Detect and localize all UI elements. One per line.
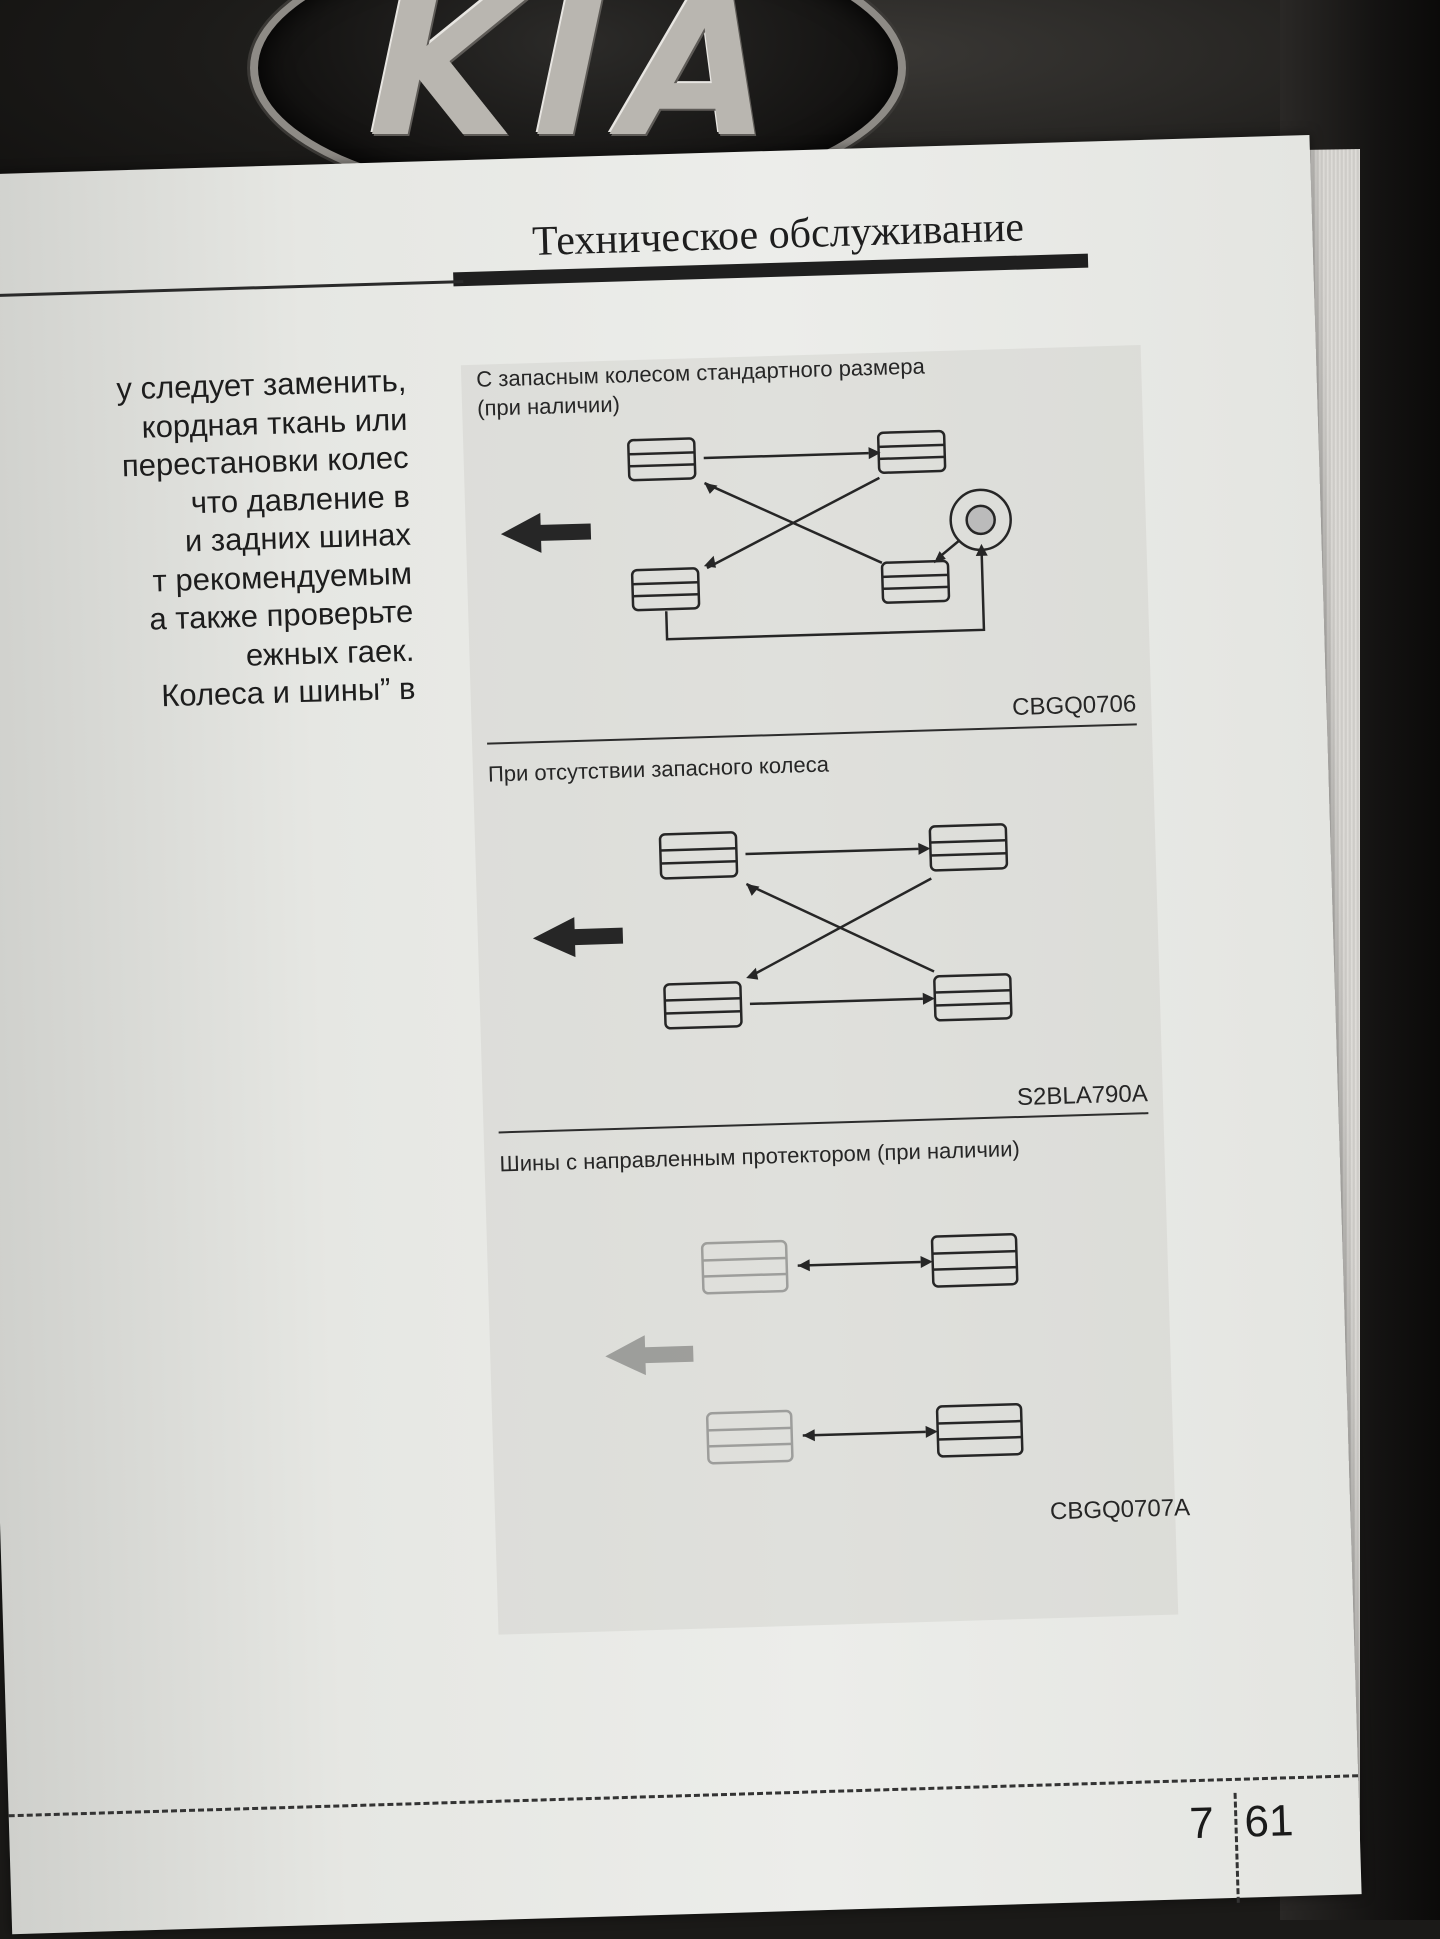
- tire-icon: [928, 823, 1009, 872]
- figure-no-spare: При отсутствии запасного колеса S2BLA790…: [488, 740, 1149, 1139]
- direction-arrow-icon: [605, 1335, 694, 1376]
- direction-arrow-icon: [532, 917, 624, 958]
- figure-code: CBGQ0706: [1011, 690, 1137, 722]
- rotation-diagram-five-wheel: [500, 429, 1012, 641]
- tire-icon: [700, 1239, 789, 1295]
- direction-arrow-icon: [500, 512, 592, 553]
- figure-code: CBGQ0707A: [1049, 1494, 1191, 1526]
- rotation-diagram-directional: [605, 1233, 1024, 1465]
- tire-icon: [933, 973, 1013, 1022]
- figure-directional-tires: Шины с направленным протектором (при нал…: [499, 1130, 1190, 1549]
- tire-icon: [935, 1402, 1024, 1458]
- figure-code: S2BLA790A: [1016, 1080, 1149, 1112]
- tire-icon: [705, 1409, 794, 1465]
- tire-icon: [880, 559, 951, 604]
- rotation-diagram-four-wheel: [532, 823, 1013, 1030]
- tire-icon: [663, 981, 743, 1030]
- page-number: 61: [1243, 1796, 1295, 1847]
- tire-icon: [876, 429, 947, 474]
- chapter-number: 7: [1188, 1798, 1215, 1849]
- tire-icon: [930, 1233, 1019, 1288]
- page-number-separator: [1233, 1792, 1240, 1903]
- tire-icon: [630, 567, 701, 612]
- tire-icon: [658, 831, 739, 880]
- manual-page: Техническое обслуживание у следует замен…: [0, 134, 1362, 1935]
- footer-dashed-line: [8, 1774, 1359, 1818]
- figure-spare-full-size: С запасным колесом стандартного размера …: [476, 345, 1137, 745]
- body-text-column: у следует заменить, кордная ткань или пе…: [0, 362, 416, 721]
- tire-icon: [627, 437, 697, 482]
- header-rule: [0, 280, 464, 298]
